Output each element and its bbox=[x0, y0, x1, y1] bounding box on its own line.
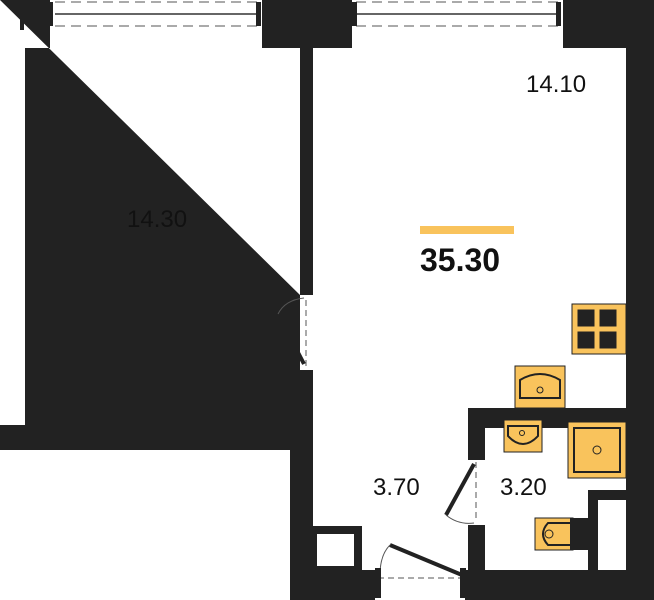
stove-icon bbox=[571, 303, 627, 355]
shower-icon bbox=[567, 421, 627, 479]
window-frame bbox=[20, 0, 24, 30]
wall-hall-left bbox=[290, 425, 313, 600]
bath-sink-icon bbox=[503, 419, 543, 453]
room-left-area: 14.30 bbox=[127, 206, 188, 233]
total-area: 35.30 bbox=[420, 242, 501, 278]
wall-bottom-left bbox=[290, 570, 375, 600]
kitchen-sink-icon bbox=[514, 365, 566, 409]
hall-area: 3.70 bbox=[373, 474, 420, 501]
window-left bbox=[48, 1, 261, 27]
door-room bbox=[276, 297, 307, 368]
room-main-area: 14.10 bbox=[526, 71, 587, 98]
door-bath bbox=[444, 462, 477, 524]
wall-left-block bbox=[0, 0, 352, 425]
wall-bottom-right bbox=[465, 570, 654, 600]
wall-bath-left-top bbox=[468, 408, 485, 460]
wall-right bbox=[563, 0, 654, 600]
total-area-accent-bar bbox=[420, 226, 514, 234]
wall-bath-left-bottom bbox=[468, 525, 485, 575]
toilet-icon bbox=[534, 517, 588, 551]
window-right bbox=[352, 1, 561, 27]
wall-left-bottom bbox=[0, 425, 313, 450]
closet bbox=[309, 526, 362, 574]
bathroom-area: 3.20 bbox=[500, 474, 547, 501]
wall-bath-partition bbox=[588, 490, 626, 570]
door-entrance bbox=[375, 543, 466, 598]
